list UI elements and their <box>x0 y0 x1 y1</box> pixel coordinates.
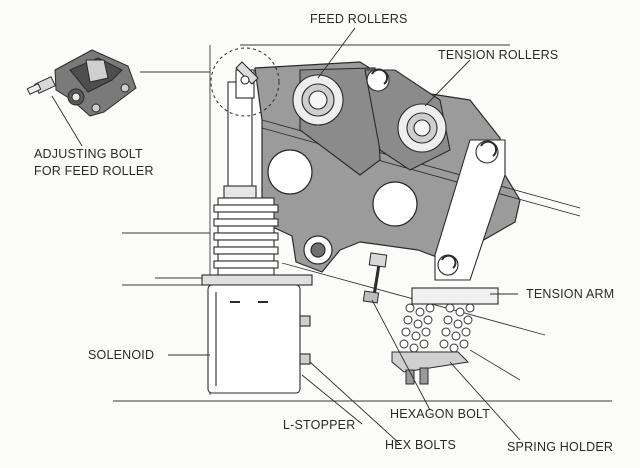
label-hexagon-bolt: HEXAGON BOLT <box>390 407 491 421</box>
plate-hole-left <box>267 149 313 195</box>
solenoid-body <box>207 284 301 394</box>
feed-roller-arm <box>292 67 381 176</box>
plate-hole-right <box>372 181 418 227</box>
label-tension-arm: TENSION ARM <box>526 287 615 301</box>
tension-roller-arm <box>364 68 451 171</box>
label-l-stopper: L-STOPPER <box>283 418 356 432</box>
label-feed-rollers: FEED ROLLERS <box>310 12 408 26</box>
tension-arm-foot <box>411 287 499 305</box>
adjusting-bolt-part <box>26 49 137 117</box>
label-solenoid: SOLENOID <box>88 348 155 362</box>
plunger-detail-circle <box>210 47 280 117</box>
plunger-pin <box>235 61 259 99</box>
label-tension-rollers: TENSION ROLLERS <box>438 48 559 62</box>
adjusting-bolt-leader <box>51 95 83 147</box>
hexagon-bolt <box>362 252 388 304</box>
tension-arm <box>411 139 506 305</box>
solenoid <box>201 81 313 394</box>
label-hex-bolts: HEX BOLTS <box>385 438 457 452</box>
label-adjusting-bolt-line2: FOR FEED ROLLER <box>34 164 154 178</box>
label-adjusting-bolt-line1: ADJUSTING BOLT <box>34 147 143 161</box>
spring-holder <box>391 351 470 385</box>
label-spring-holder: SPRING HOLDER <box>507 440 614 454</box>
solenoid-bellows <box>213 197 279 276</box>
leader-lines <box>168 27 521 445</box>
springs <box>399 303 475 353</box>
